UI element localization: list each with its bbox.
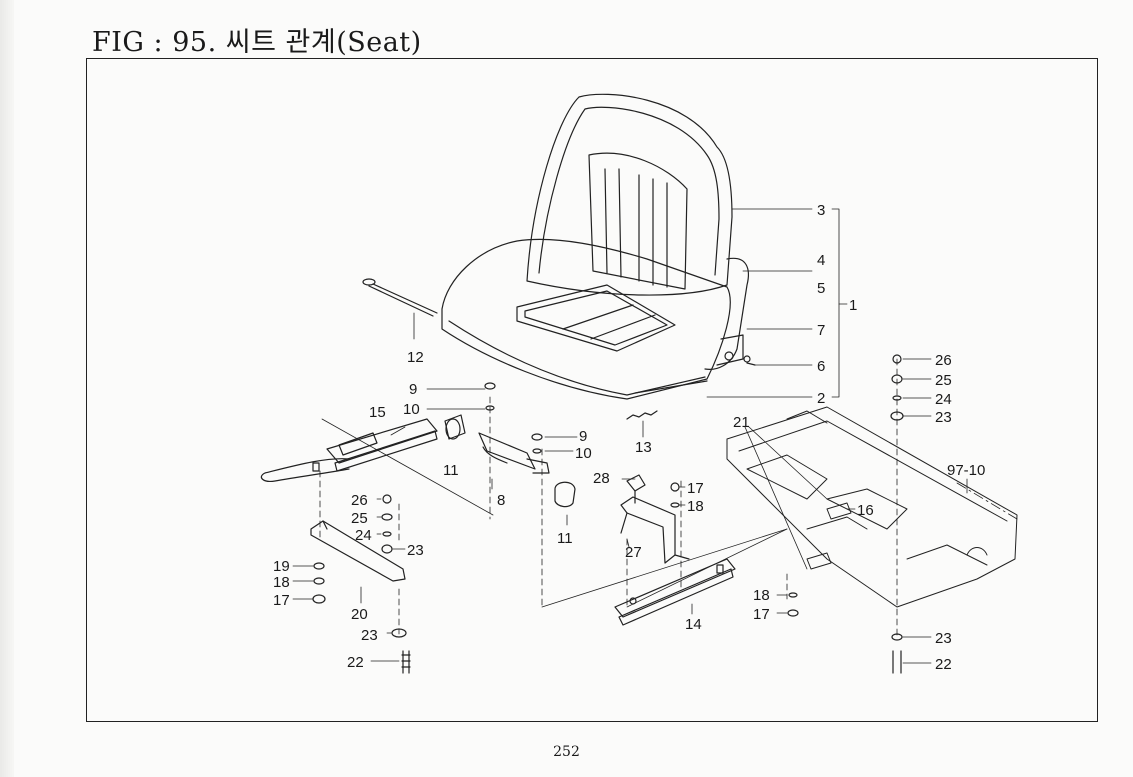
callout-97-10: 97-10 (947, 462, 985, 479)
floor-plate-leader (956, 482, 1018, 520)
callout-26-b: 26 (935, 352, 952, 369)
callout-8: 8 (497, 492, 505, 509)
callout-6: 6 (817, 358, 825, 375)
callout-18-c: 18 (753, 587, 770, 604)
callout-13: 13 (635, 439, 652, 456)
callout-21: 21 (733, 414, 750, 431)
slide-rail-left (260, 418, 438, 482)
callout-17-a: 17 (273, 592, 290, 609)
slide-rail-right (614, 558, 736, 626)
callout-23-d: 23 (935, 630, 952, 647)
scan-edge (0, 0, 14, 777)
damper-assembly (444, 382, 576, 508)
callout-11-b: 11 (557, 530, 573, 547)
fastener-stack-left (312, 494, 411, 674)
callout-24-a: 24 (355, 527, 372, 544)
callout-19: 19 (273, 558, 290, 575)
seat-cushion (441, 238, 731, 400)
assembly-lines (321, 418, 788, 608)
figure-title: FIG : 95. 씨트 관계(Seat) (92, 27, 422, 58)
callout-labels: 3 4 5 1 7 6 2 12 9 10 15 9 10 13 11 8 11… (273, 202, 985, 673)
page-number: 252 (553, 744, 580, 760)
center-bracket (620, 474, 690, 564)
callout-11-a: 11 (443, 462, 459, 479)
floor-plate (726, 406, 1018, 608)
callout-22-a: 22 (347, 654, 364, 671)
callout-16: 16 (857, 502, 874, 519)
spring (626, 410, 658, 420)
bolt (743, 355, 751, 363)
callout-23-b: 23 (361, 627, 378, 644)
callout-18-b: 18 (687, 498, 704, 515)
callout-5: 5 (817, 280, 825, 297)
callout-25-b: 25 (935, 372, 952, 389)
seat-bracket (310, 520, 406, 582)
callout-12: 12 (407, 349, 424, 366)
callout-14: 14 (685, 616, 702, 633)
callout-26-a: 26 (351, 492, 368, 509)
callout-2: 2 (817, 390, 825, 407)
leader-lines (292, 208, 968, 664)
seat-pin (362, 278, 438, 317)
diagram-frame: 3 4 5 1 7 6 2 12 9 10 15 9 10 13 11 8 11… (86, 58, 1098, 722)
callout-23-c: 23 (935, 409, 952, 426)
callout-17-b: 17 (687, 480, 704, 497)
callout-20: 20 (351, 606, 368, 623)
fastener-stack-mid (787, 592, 799, 617)
callout-10-a: 10 (403, 401, 420, 418)
callout-25-a: 25 (351, 510, 368, 527)
callout-23-a: 23 (407, 542, 424, 559)
fastener-stack-center (670, 482, 680, 508)
callout-15: 15 (369, 404, 386, 421)
exploded-parts-diagram: 3 4 5 1 7 6 2 12 9 10 15 9 10 13 11 8 11… (260, 93, 1018, 674)
callout-28: 28 (593, 470, 610, 487)
callout-9-a: 9 (409, 381, 417, 398)
callout-7: 7 (817, 322, 825, 339)
callout-3: 3 (817, 202, 825, 219)
callout-10-b: 10 (575, 445, 592, 462)
seat-backrest (526, 93, 733, 296)
callout-9-b: 9 (579, 428, 587, 445)
callout-4: 4 (817, 252, 825, 269)
callout-1: 1 (849, 297, 857, 314)
callout-18-a: 18 (273, 574, 290, 591)
callout-24-b: 24 (935, 391, 952, 408)
callout-27: 27 (625, 544, 642, 561)
guide-lines (319, 358, 898, 640)
callout-22-b: 22 (935, 656, 952, 673)
seat-frame (634, 257, 749, 394)
callout-17-c: 17 (753, 606, 770, 623)
